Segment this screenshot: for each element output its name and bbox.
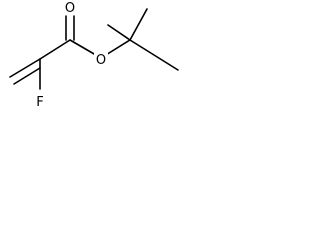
- carbonyl-oxygen-label-backdrop: [63, 0, 77, 15]
- bond-alpha-carbon-carbonyl-carbon: [39, 39, 71, 60]
- bond-ch2-alpha-carbon: [9, 58, 41, 78]
- bond-tert-butyl-methyl-left: [107, 24, 131, 41]
- bond-tert-butyl-methyl-top: [129, 8, 148, 41]
- fluorine-label-backdrop: [34, 93, 46, 110]
- bond-ch2-alpha-carbon-second: [13, 67, 41, 85]
- bond-tert-butyl-methyl-right: [129, 39, 179, 71]
- fluorine-atom-label: F: [36, 95, 43, 110]
- skeletal-structure-diagram: F O O: [9, 0, 179, 110]
- carbonyl-oxygen-atom-label: O: [65, 1, 75, 16]
- ester-oxygen-atom-label: O: [96, 53, 106, 68]
- ester-oxygen-label-backdrop: [94, 52, 108, 67]
